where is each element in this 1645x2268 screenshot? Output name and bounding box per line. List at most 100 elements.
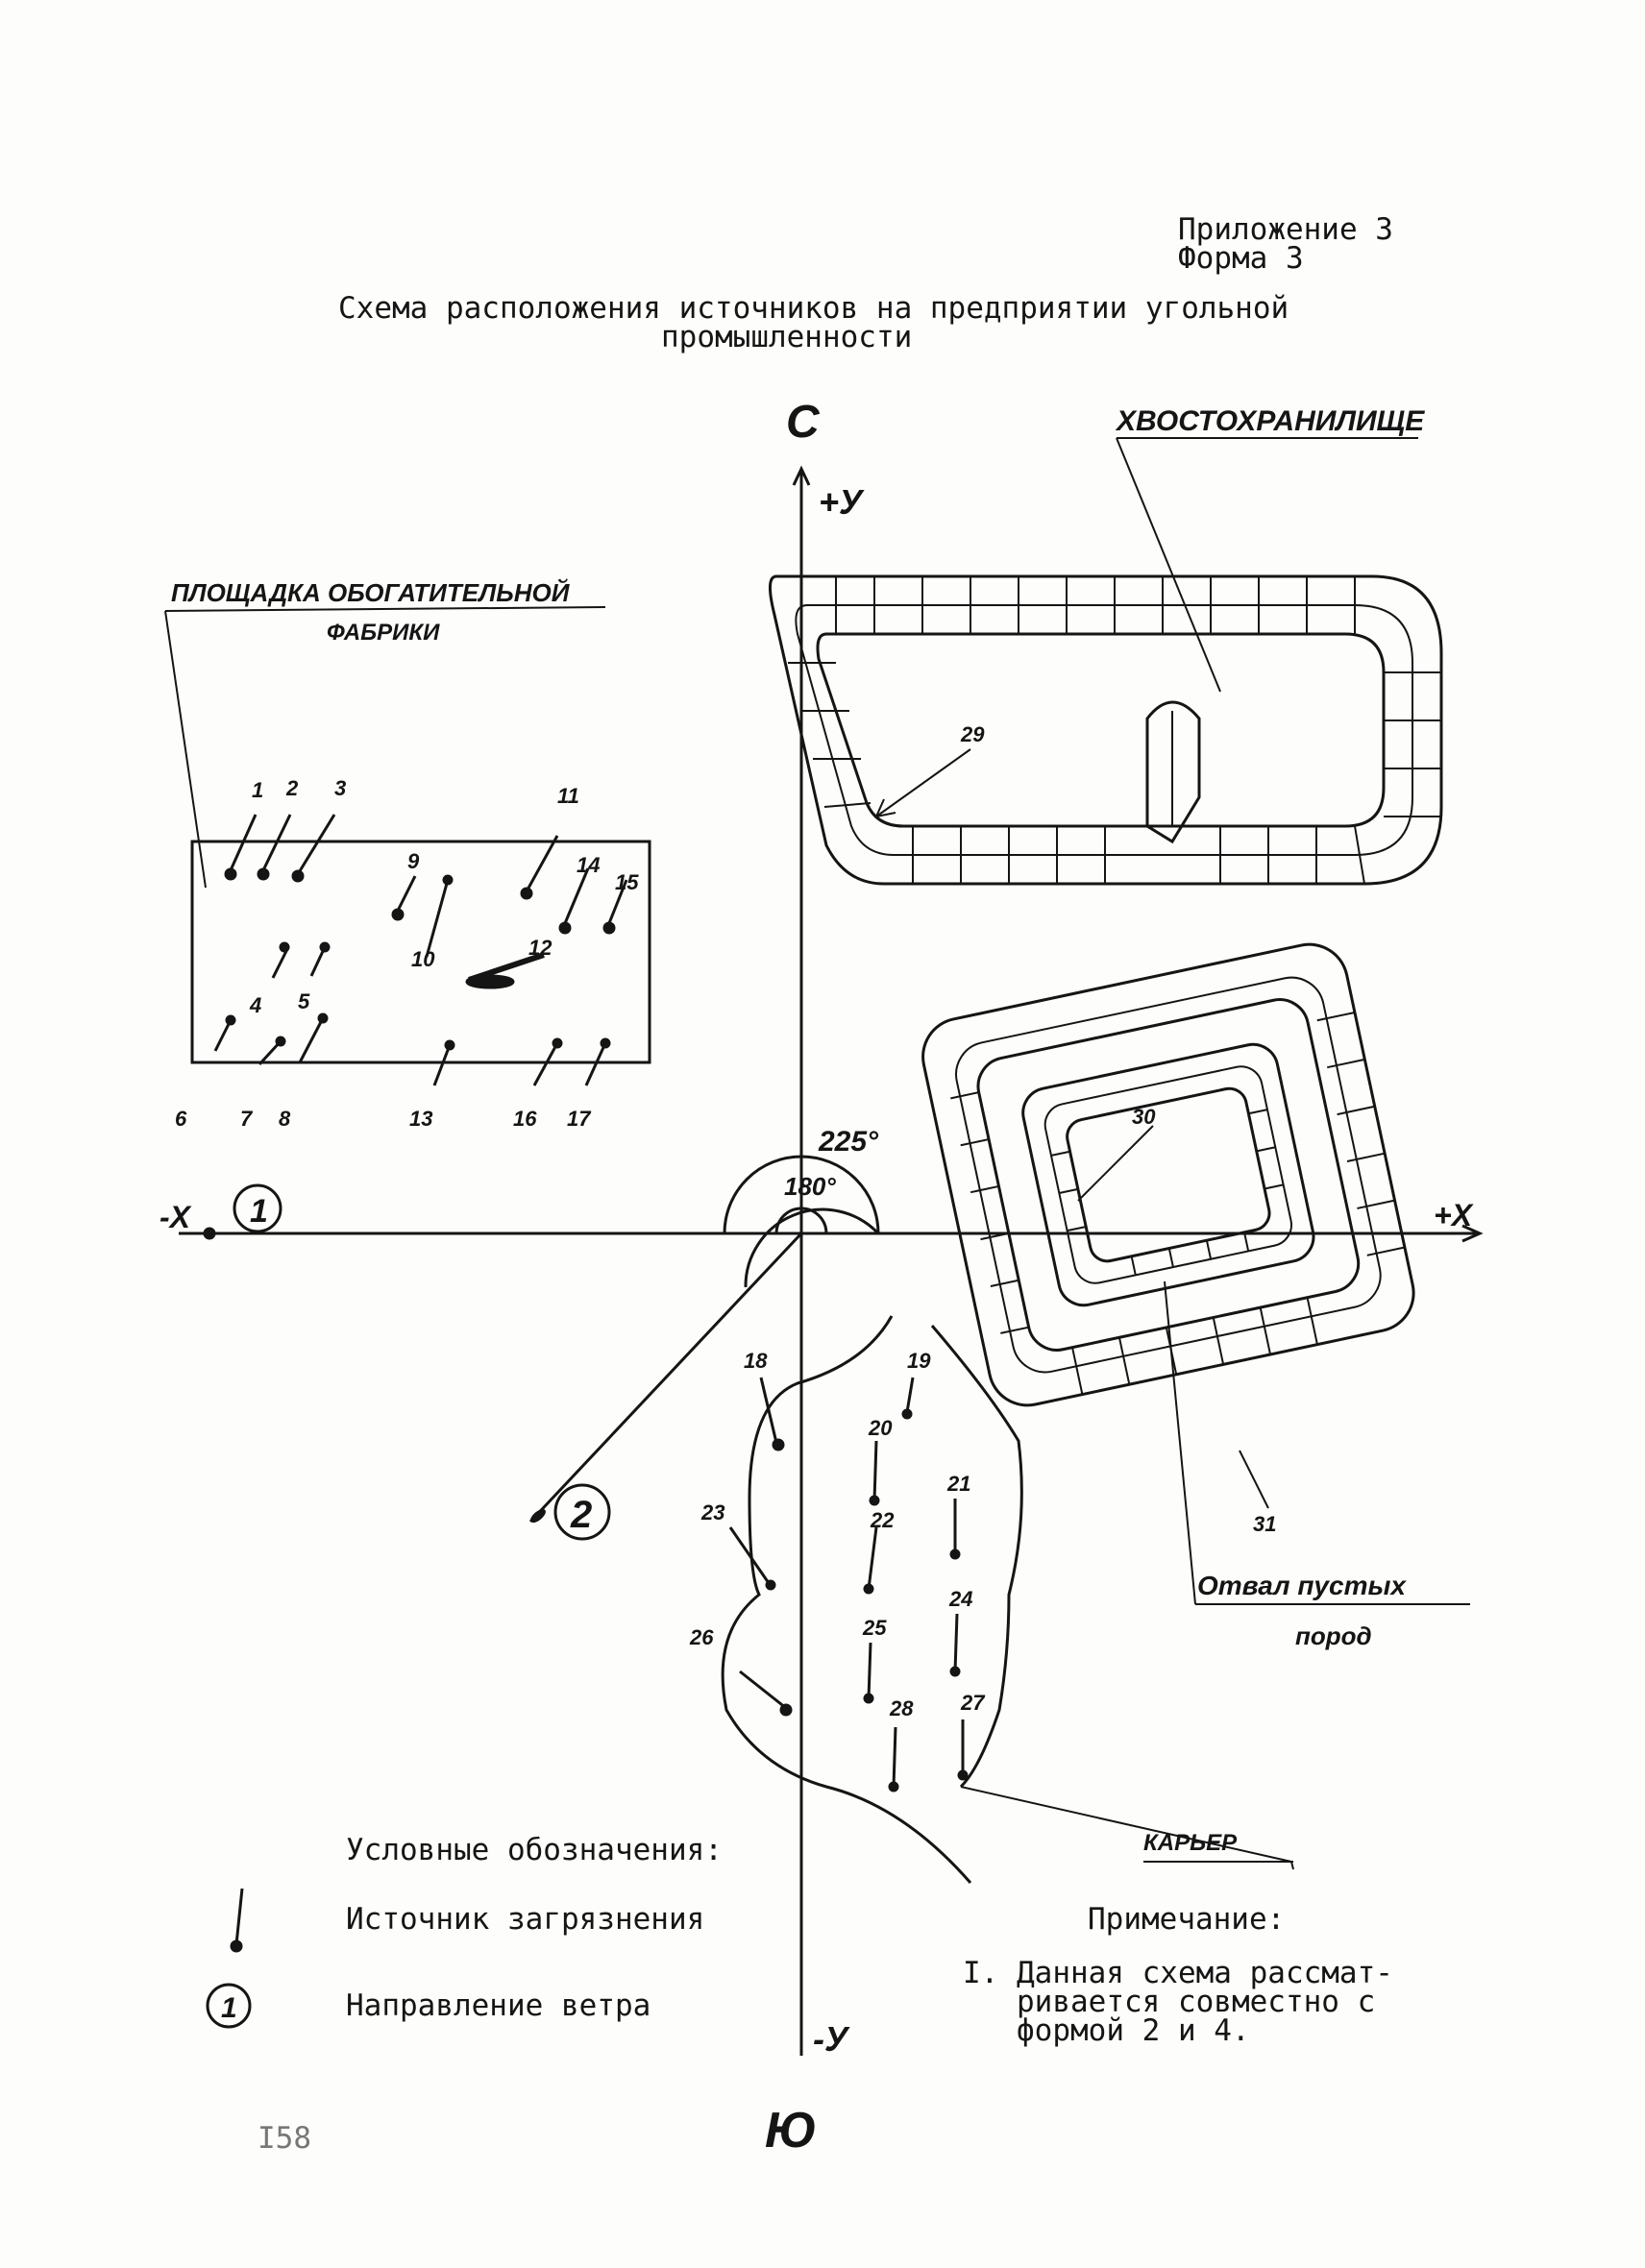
quarry-label: КАРЬЕР [1143,1830,1238,1856]
quarry-source-numbers: 18 19 20 21 22 23 24 25 26 27 28 [689,1349,986,1720]
svg-text:14: 14 [577,853,600,877]
svg-text:27: 27 [960,1691,986,1715]
wind-direction-marker-2: 2 [553,1483,611,1541]
svg-text:1: 1 [221,1992,237,2024]
source-marker [888,1726,899,1792]
angle-arc-inner [774,1207,828,1234]
svg-text:18: 18 [744,1349,768,1373]
tailings-storage [769,437,1443,886]
source-marker [224,814,258,881]
dump-label-line2: пород [1295,1622,1372,1650]
source-marker [257,814,292,881]
svg-text:6: 6 [175,1107,187,1131]
source-30-number: 30 [1132,1105,1156,1129]
x-axis-start-dot [203,1227,216,1240]
svg-text:15: 15 [615,870,639,894]
south-label: Ю [765,2103,817,2158]
source-marker [432,1039,455,1086]
note-line2: ривается совместно с [1017,1985,1376,2019]
source-marker [258,1036,286,1066]
plant-sources [213,814,628,1086]
y-axis-arrow [792,465,811,486]
scheme-title-line2: промышленности [661,320,913,354]
legend-title: Условные обозначения: [346,1833,723,1867]
plus-y-label: +У [819,482,865,522]
legend-source-label: Источник загрязнения [346,1902,705,1937]
svg-text:4: 4 [249,993,261,1017]
quarry-outline [721,1315,1294,1884]
legend-wind-symbol: 1 [206,1983,252,2029]
dump-leaders [1077,1125,1470,1605]
source-marker [213,1014,236,1052]
page-number: I58 [258,2121,311,2156]
source-marker [532,1037,563,1086]
plant-label-line1: ПЛОЩАДКА ОБОГАТИТЕЛЬНОЙ [171,578,571,607]
plant-source-numbers: 1 2 3 4 5 6 7 8 9 10 11 12 13 14 15 16 1… [175,776,639,1131]
source-marker [309,941,331,977]
svg-text:7: 7 [240,1107,254,1131]
source-marker [425,874,454,958]
angle-225-label: 225° [818,1126,879,1158]
svg-text:12: 12 [528,936,552,960]
wind-direction-2-line [528,1232,803,1524]
svg-text:22: 22 [870,1508,895,1532]
wind-angle-arcs [528,1155,880,1524]
svg-text:13: 13 [409,1107,432,1131]
source-marker [759,1377,785,1451]
note-line3: формой 2 и 4. [1017,2013,1250,2048]
svg-text:2: 2 [285,776,299,800]
plus-x-label: +Х [1434,1198,1474,1232]
source-marker [558,867,590,935]
source-marker [949,1613,961,1677]
minus-x-label: -Х [160,1200,192,1234]
x-axis-arrow [1461,1224,1484,1243]
svg-text:11: 11 [557,784,579,808]
appendix-label: Приложение 3 [1178,212,1393,247]
source-marker [949,1499,961,1560]
note-title: Примечание: [1088,1902,1286,1937]
source-marker [901,1377,915,1420]
source-marker [520,835,559,900]
source-marker [298,1012,329,1063]
svg-text:10: 10 [411,947,435,971]
dump-label-line1: Отвал пустых [1197,1571,1407,1600]
north-label: С [786,397,821,448]
source-marker [728,1526,776,1591]
source-marker [863,1642,874,1704]
angle-arc-225-tail [744,1207,880,1288]
minus-y-label: -У [813,2019,850,2059]
form-label: Форма 3 [1178,241,1304,276]
source-29-number: 29 [960,722,985,746]
svg-text:17: 17 [567,1107,592,1131]
source-31-number: 31 [1253,1512,1276,1536]
svg-text:24: 24 [948,1587,972,1611]
processing-plant-site [164,606,651,1064]
svg-text:2: 2 [570,1494,592,1536]
source-marker [869,1440,880,1506]
scheme-title-line1: Схема расположения источников на предпри… [338,291,1289,326]
plant-label-line2: ФАБРИКИ [327,620,440,646]
svg-text:25: 25 [862,1616,887,1640]
svg-text:1: 1 [250,1193,268,1230]
quarry-sources [728,1377,969,1792]
source-marker [391,875,417,921]
svg-text:16: 16 [513,1107,537,1131]
svg-text:23: 23 [700,1500,724,1524]
source-marker [863,1526,878,1595]
note-line1: I. Данная схема рассмат- [963,1956,1393,1990]
source-marker [957,1719,969,1781]
source-marker [739,1670,793,1717]
svg-text:5: 5 [298,989,310,1013]
legend-wind-label: Направление ветра [346,1988,651,2023]
angle-arc-180 [723,1155,880,1234]
angle-180-label: 180° [784,1172,836,1201]
svg-text:28: 28 [889,1696,914,1720]
svg-text:8: 8 [279,1107,291,1131]
tailings-label: ХВОСТОХРАНИЛИЩЕ [1115,405,1425,437]
wind-direction-marker-1: 1 [233,1183,282,1233]
svg-text:1: 1 [252,778,263,802]
source-marker [465,952,545,989]
svg-text:21: 21 [946,1472,970,1496]
svg-text:3: 3 [334,776,346,800]
source-marker [602,879,628,935]
